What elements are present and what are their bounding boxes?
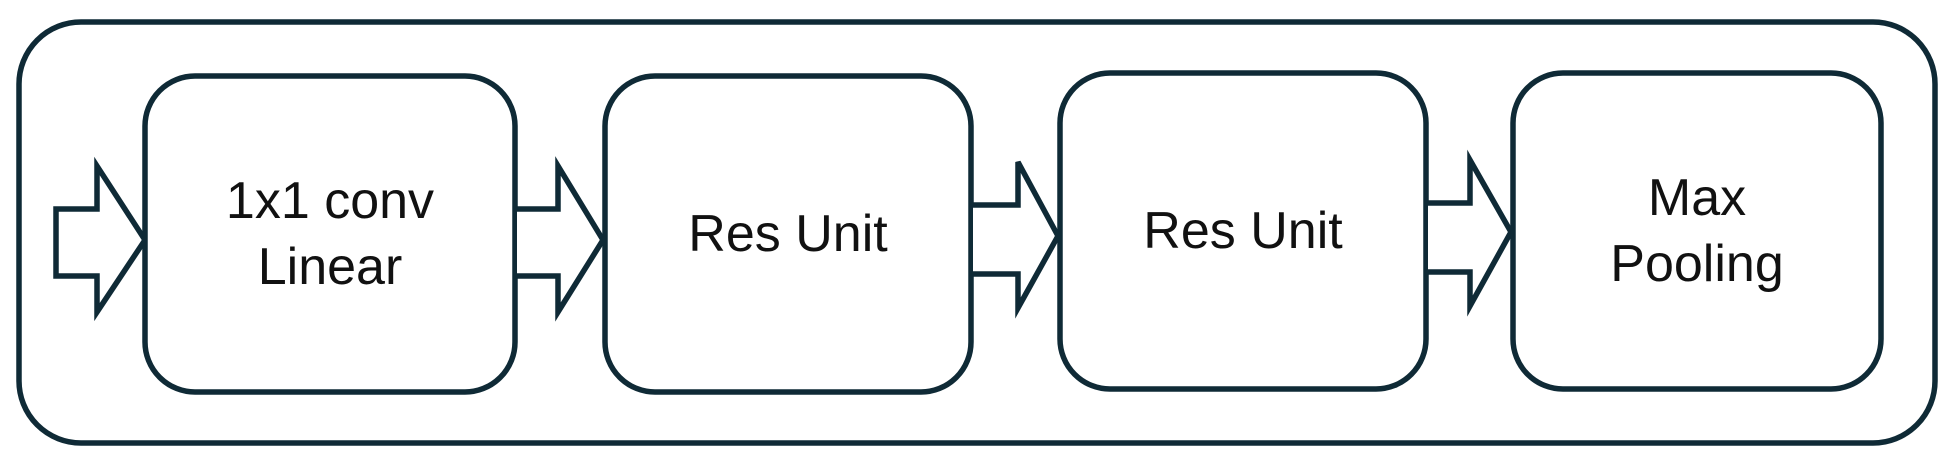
block-label-line: Linear <box>257 238 403 296</box>
block-label-line: Max <box>1647 169 1747 227</box>
connector-arrow-1 <box>517 156 607 322</box>
connector-arrow-3 <box>1428 149 1515 317</box>
block-1x1-conv-linear <box>142 73 518 395</box>
connector-arrow-2 <box>973 160 1062 319</box>
block-label-1x1-conv-linear: 1x1 conv Linear <box>145 76 515 392</box>
block-res-unit-1 <box>602 73 974 395</box>
block-label-res-unit-1: Res Unit <box>605 76 971 392</box>
block-res-unit-2 <box>1057 70 1429 392</box>
block-label-res-unit-2: Res Unit <box>1060 73 1426 389</box>
block-label-line: Res Unit <box>1143 202 1343 260</box>
outer-container <box>16 19 1938 446</box>
block-label-line: Res Unit <box>688 205 888 263</box>
block-label-line: Pooling <box>1610 235 1784 293</box>
block-label-max-pooling: Max Pooling <box>1513 73 1881 389</box>
input-arrow <box>53 156 149 322</box>
block-label-line: 1x1 conv <box>225 172 435 230</box>
